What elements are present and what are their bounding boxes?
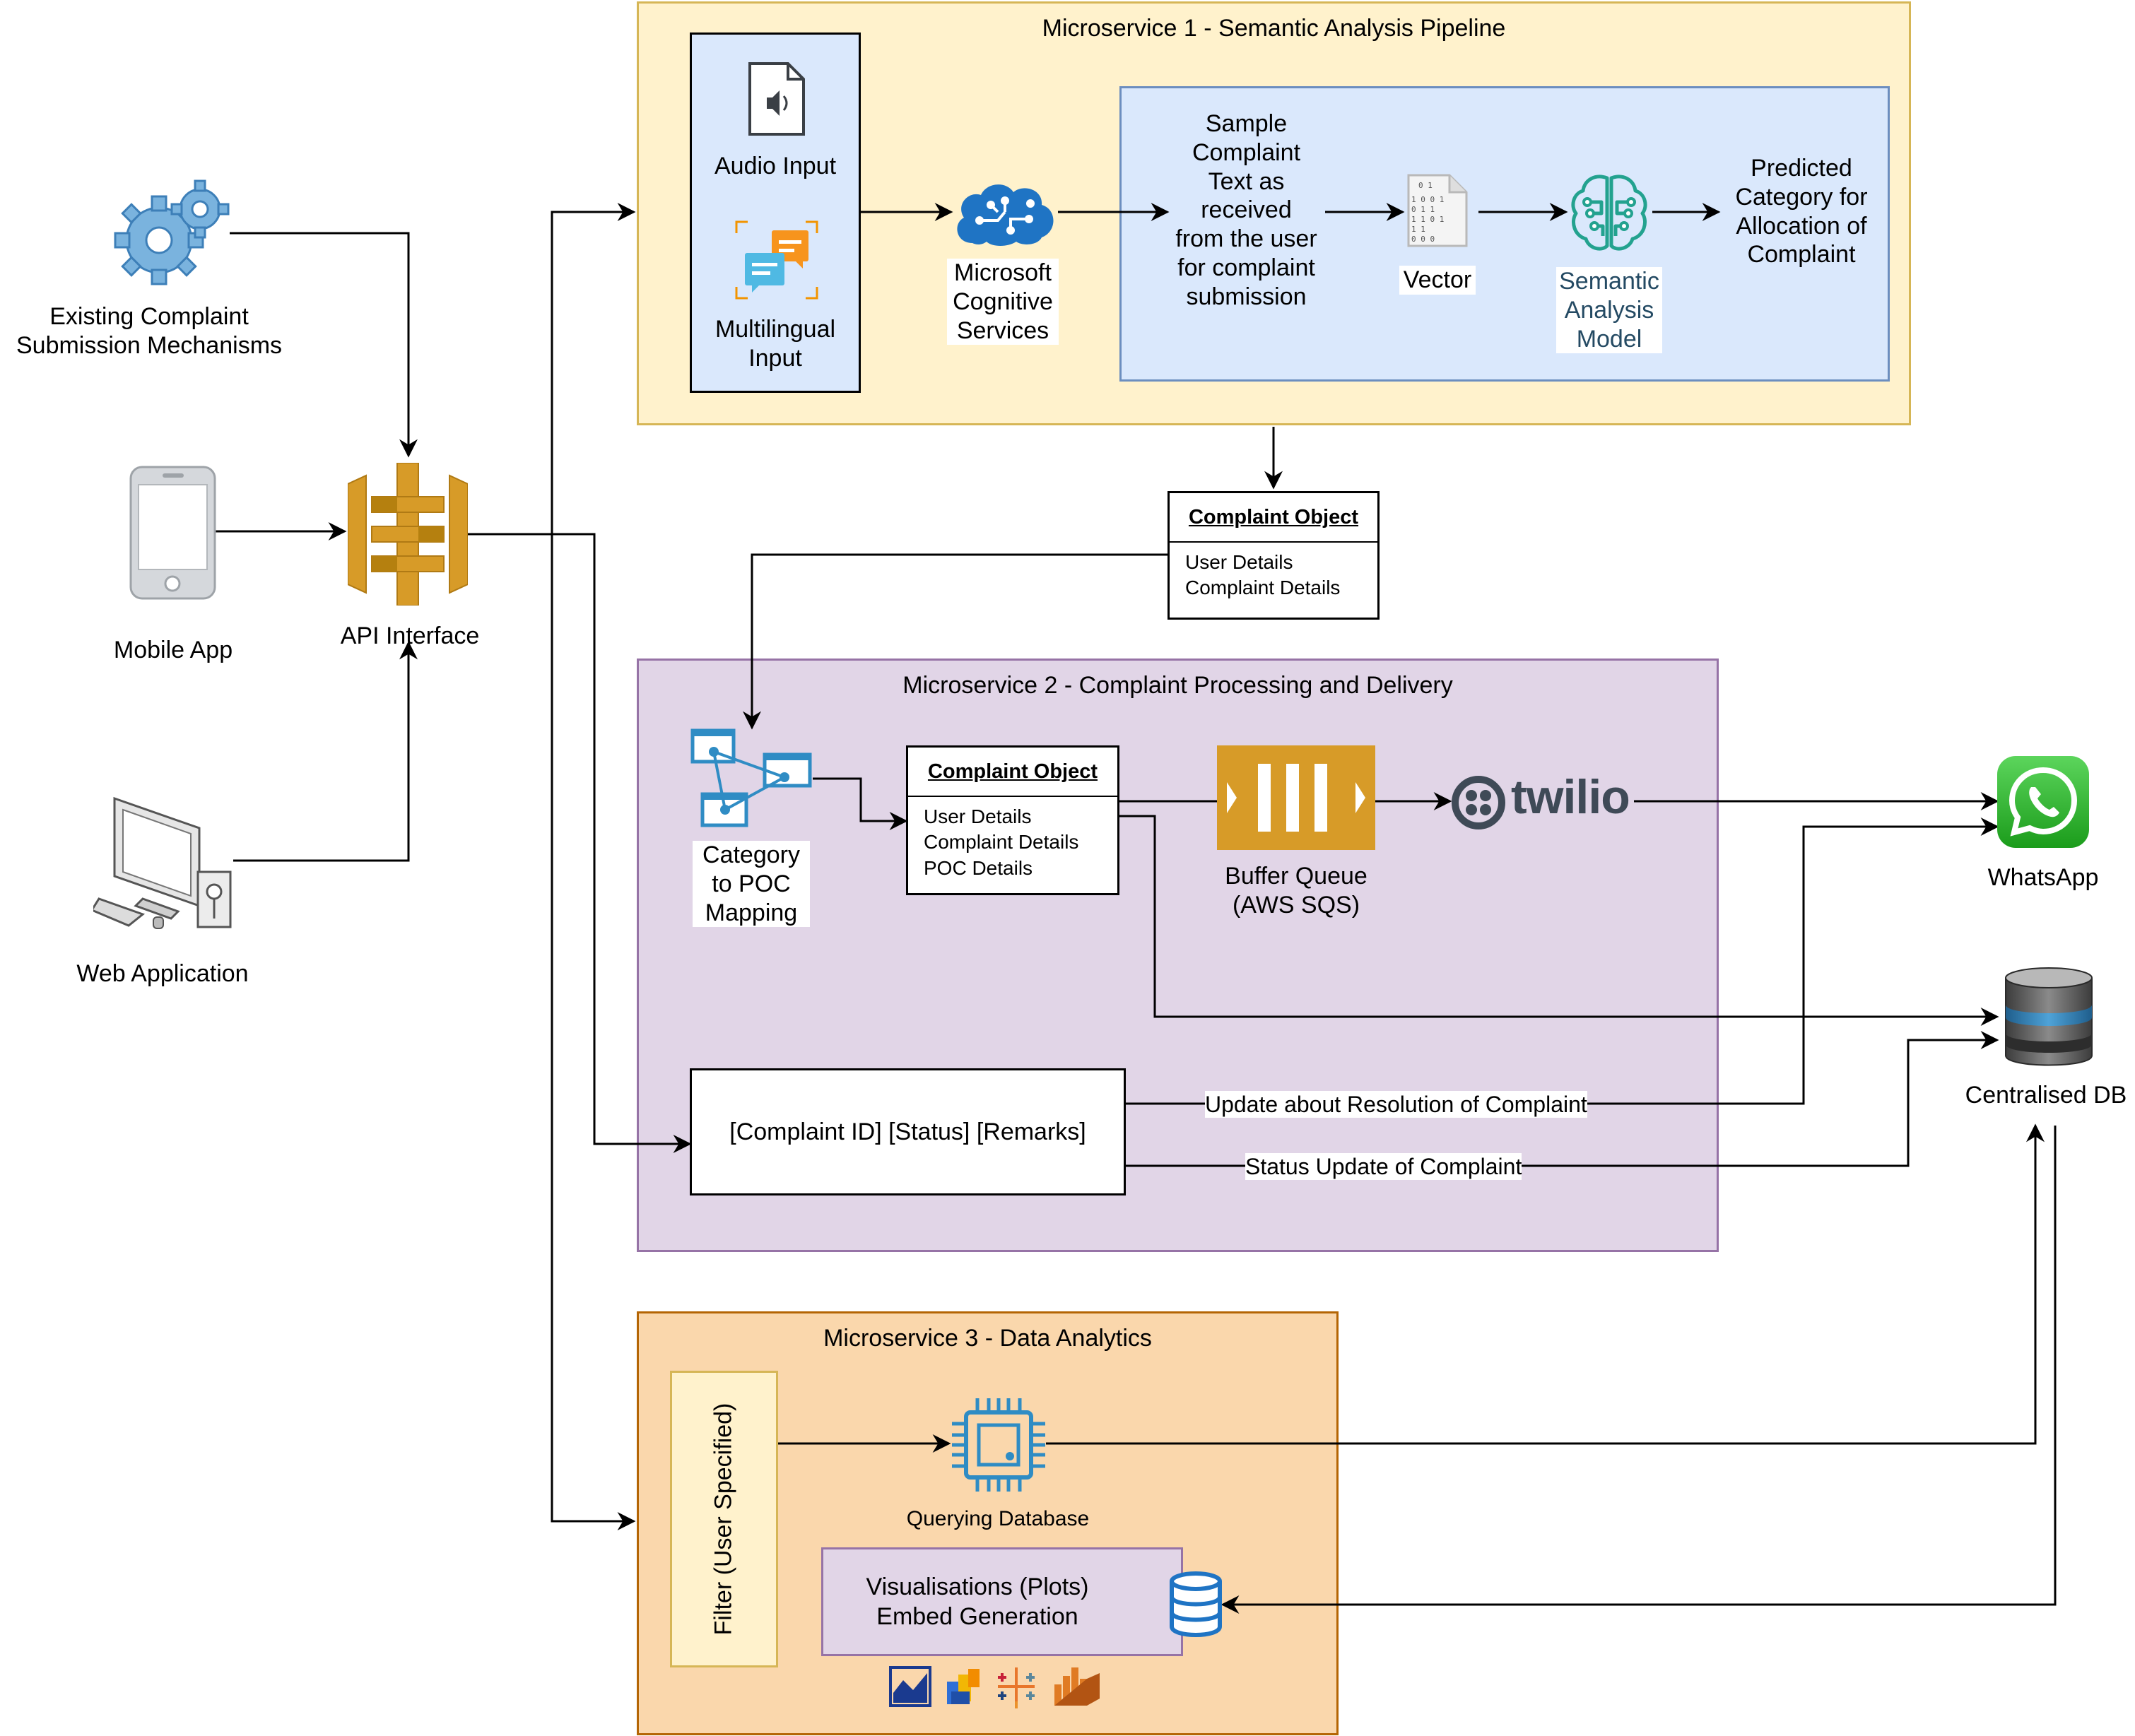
whatsapp-label: WhatsApp: [1987, 864, 2099, 891]
visualisation-box: Visualisations (Plots) Embed Generation: [821, 1547, 1183, 1656]
status-update-label: Status Update of Complaint: [1245, 1153, 1522, 1181]
edge-api-to-ms3: [551, 534, 636, 1530]
twilio-logo-icon: [1450, 774, 1507, 831]
multilingual-input-label: Multilingual Input: [714, 316, 836, 372]
buffer-queue-label: Buffer Queue (AWS SQS): [1225, 863, 1368, 919]
line-chart-icon: [889, 1666, 931, 1707]
category-mapping-icon: [690, 728, 814, 828]
edge-object-to-mapping: [743, 553, 1168, 730]
chart-tool-icons: [888, 1663, 1107, 1710]
edge-api-to-ms1: [466, 203, 636, 536]
web-application-label: Web Application: [76, 960, 249, 987]
field-user-details: User Details: [924, 805, 1032, 827]
tableau-icon: [998, 1667, 1035, 1708]
edge-query-to-db: [1046, 1123, 2045, 1445]
vector-file-icon: 0 1 1 0 0 1 0 1 1 1 1 0 1 1 1 0 0 0: [1406, 172, 1469, 249]
api-interface-label: API Interface: [340, 622, 480, 649]
mobile-app-label: Mobile App: [113, 637, 233, 663]
microservice-1-title: Microservice 1 - Semantic Analysis Pipel…: [1042, 15, 1506, 42]
svg-text:1 0 0 1: 1 0 0 1: [1411, 195, 1444, 204]
multilingual-chat-icon: [735, 220, 818, 300]
cube-chart-icon: [947, 1669, 980, 1704]
field-complaint-details: Complaint Details: [924, 831, 1079, 854]
status-record-box: [Complaint ID] [Status] [Remarks]: [690, 1068, 1126, 1195]
svg-text:0 1: 0 1: [1418, 181, 1433, 190]
filter-panel: [670, 1371, 778, 1667]
filter-label: Filter (User Specified): [710, 1403, 737, 1636]
predicted-category-label: Predicted Category for Allocation of Com…: [1735, 155, 1868, 268]
sqs-queue-icon: [1217, 745, 1375, 850]
field-complaint-details: Complaint Details: [1185, 577, 1341, 599]
edge-existing-to-api: [230, 232, 418, 458]
edge-object-to-db: [1119, 815, 1999, 1026]
microservice-3-title: Microservice 3 - Data Analytics: [823, 1325, 1152, 1352]
complaint-object-title: Complaint Object: [1170, 493, 1377, 543]
update-resolution-label: Update about Resolution of Complaint: [1205, 1091, 1587, 1118]
edge-db-to-visual: [1221, 1126, 2057, 1614]
api-gateway-icon: [347, 462, 469, 606]
audio-input-label: Audio Input: [714, 153, 837, 179]
cognitive-services-label: Microsoft Cognitive Services: [947, 259, 1059, 346]
audio-file-icon: [747, 61, 806, 137]
cognitive-services-brain-icon: [951, 181, 1059, 246]
svg-text:0 0 0: 0 0 0: [1411, 235, 1435, 244]
twilio-wordmark: twilio: [1511, 770, 1630, 824]
edge-api-to-status: [466, 533, 692, 1153]
semantic-model-label: Semantic Analysis Model: [1556, 267, 1662, 354]
sample-complaint-text-label: Sample Complaint Text as received from t…: [1175, 110, 1317, 310]
category-mapping-label: Category to POC Mapping: [693, 841, 810, 928]
complaint-object-fields: User Details Complaint Details: [1170, 543, 1377, 608]
whatsapp-icon: [1997, 756, 2089, 848]
centralised-db-icon: [2001, 965, 2096, 1071]
edge-mapping-to-object: [813, 777, 908, 830]
complaint-object-poc-title: Complaint Object: [908, 748, 1117, 797]
semantic-model-brain-icon: [1568, 171, 1651, 254]
edge-web-to-api: [233, 641, 418, 862]
complaint-object-poc-card: Complaint Object User Details Complaint …: [906, 745, 1119, 895]
database-stack-icon: [1168, 1570, 1224, 1638]
svg-text:1 1 0 1: 1 1 0 1: [1411, 215, 1444, 224]
visualisation-label: Visualisations (Plots) Embed Generation: [866, 1573, 1089, 1631]
complaint-object-poc-fields: User Details Complaint Details POC Detai…: [908, 797, 1117, 888]
vector-label: Vector: [1399, 266, 1476, 295]
semantic-pipeline-panel: [1119, 86, 1890, 382]
field-user-details: User Details: [1185, 551, 1293, 573]
mobile-phone-icon: [129, 465, 217, 601]
field-poc-details: POC Details: [924, 856, 1033, 879]
gears-icon: [110, 175, 233, 288]
complaint-object-card: Complaint Object User Details Complaint …: [1168, 491, 1380, 620]
processor-chip-icon: [949, 1395, 1048, 1494]
querying-database-label: Querying Database: [906, 1507, 1090, 1530]
svg-text:1 1: 1 1: [1411, 225, 1425, 234]
existing-mechanisms-label: Existing Complaint Submission Mechanisms: [6, 302, 293, 360]
centralised-db-label: Centralised DB: [1965, 1082, 2127, 1109]
microservice-2-title: Microservice 2 - Complaint Processing an…: [902, 672, 1453, 699]
bar-chart-icon: [1054, 1667, 1100, 1706]
svg-text:0 1 1: 0 1 1: [1411, 205, 1435, 214]
desktop-computer-icon: [90, 793, 235, 931]
